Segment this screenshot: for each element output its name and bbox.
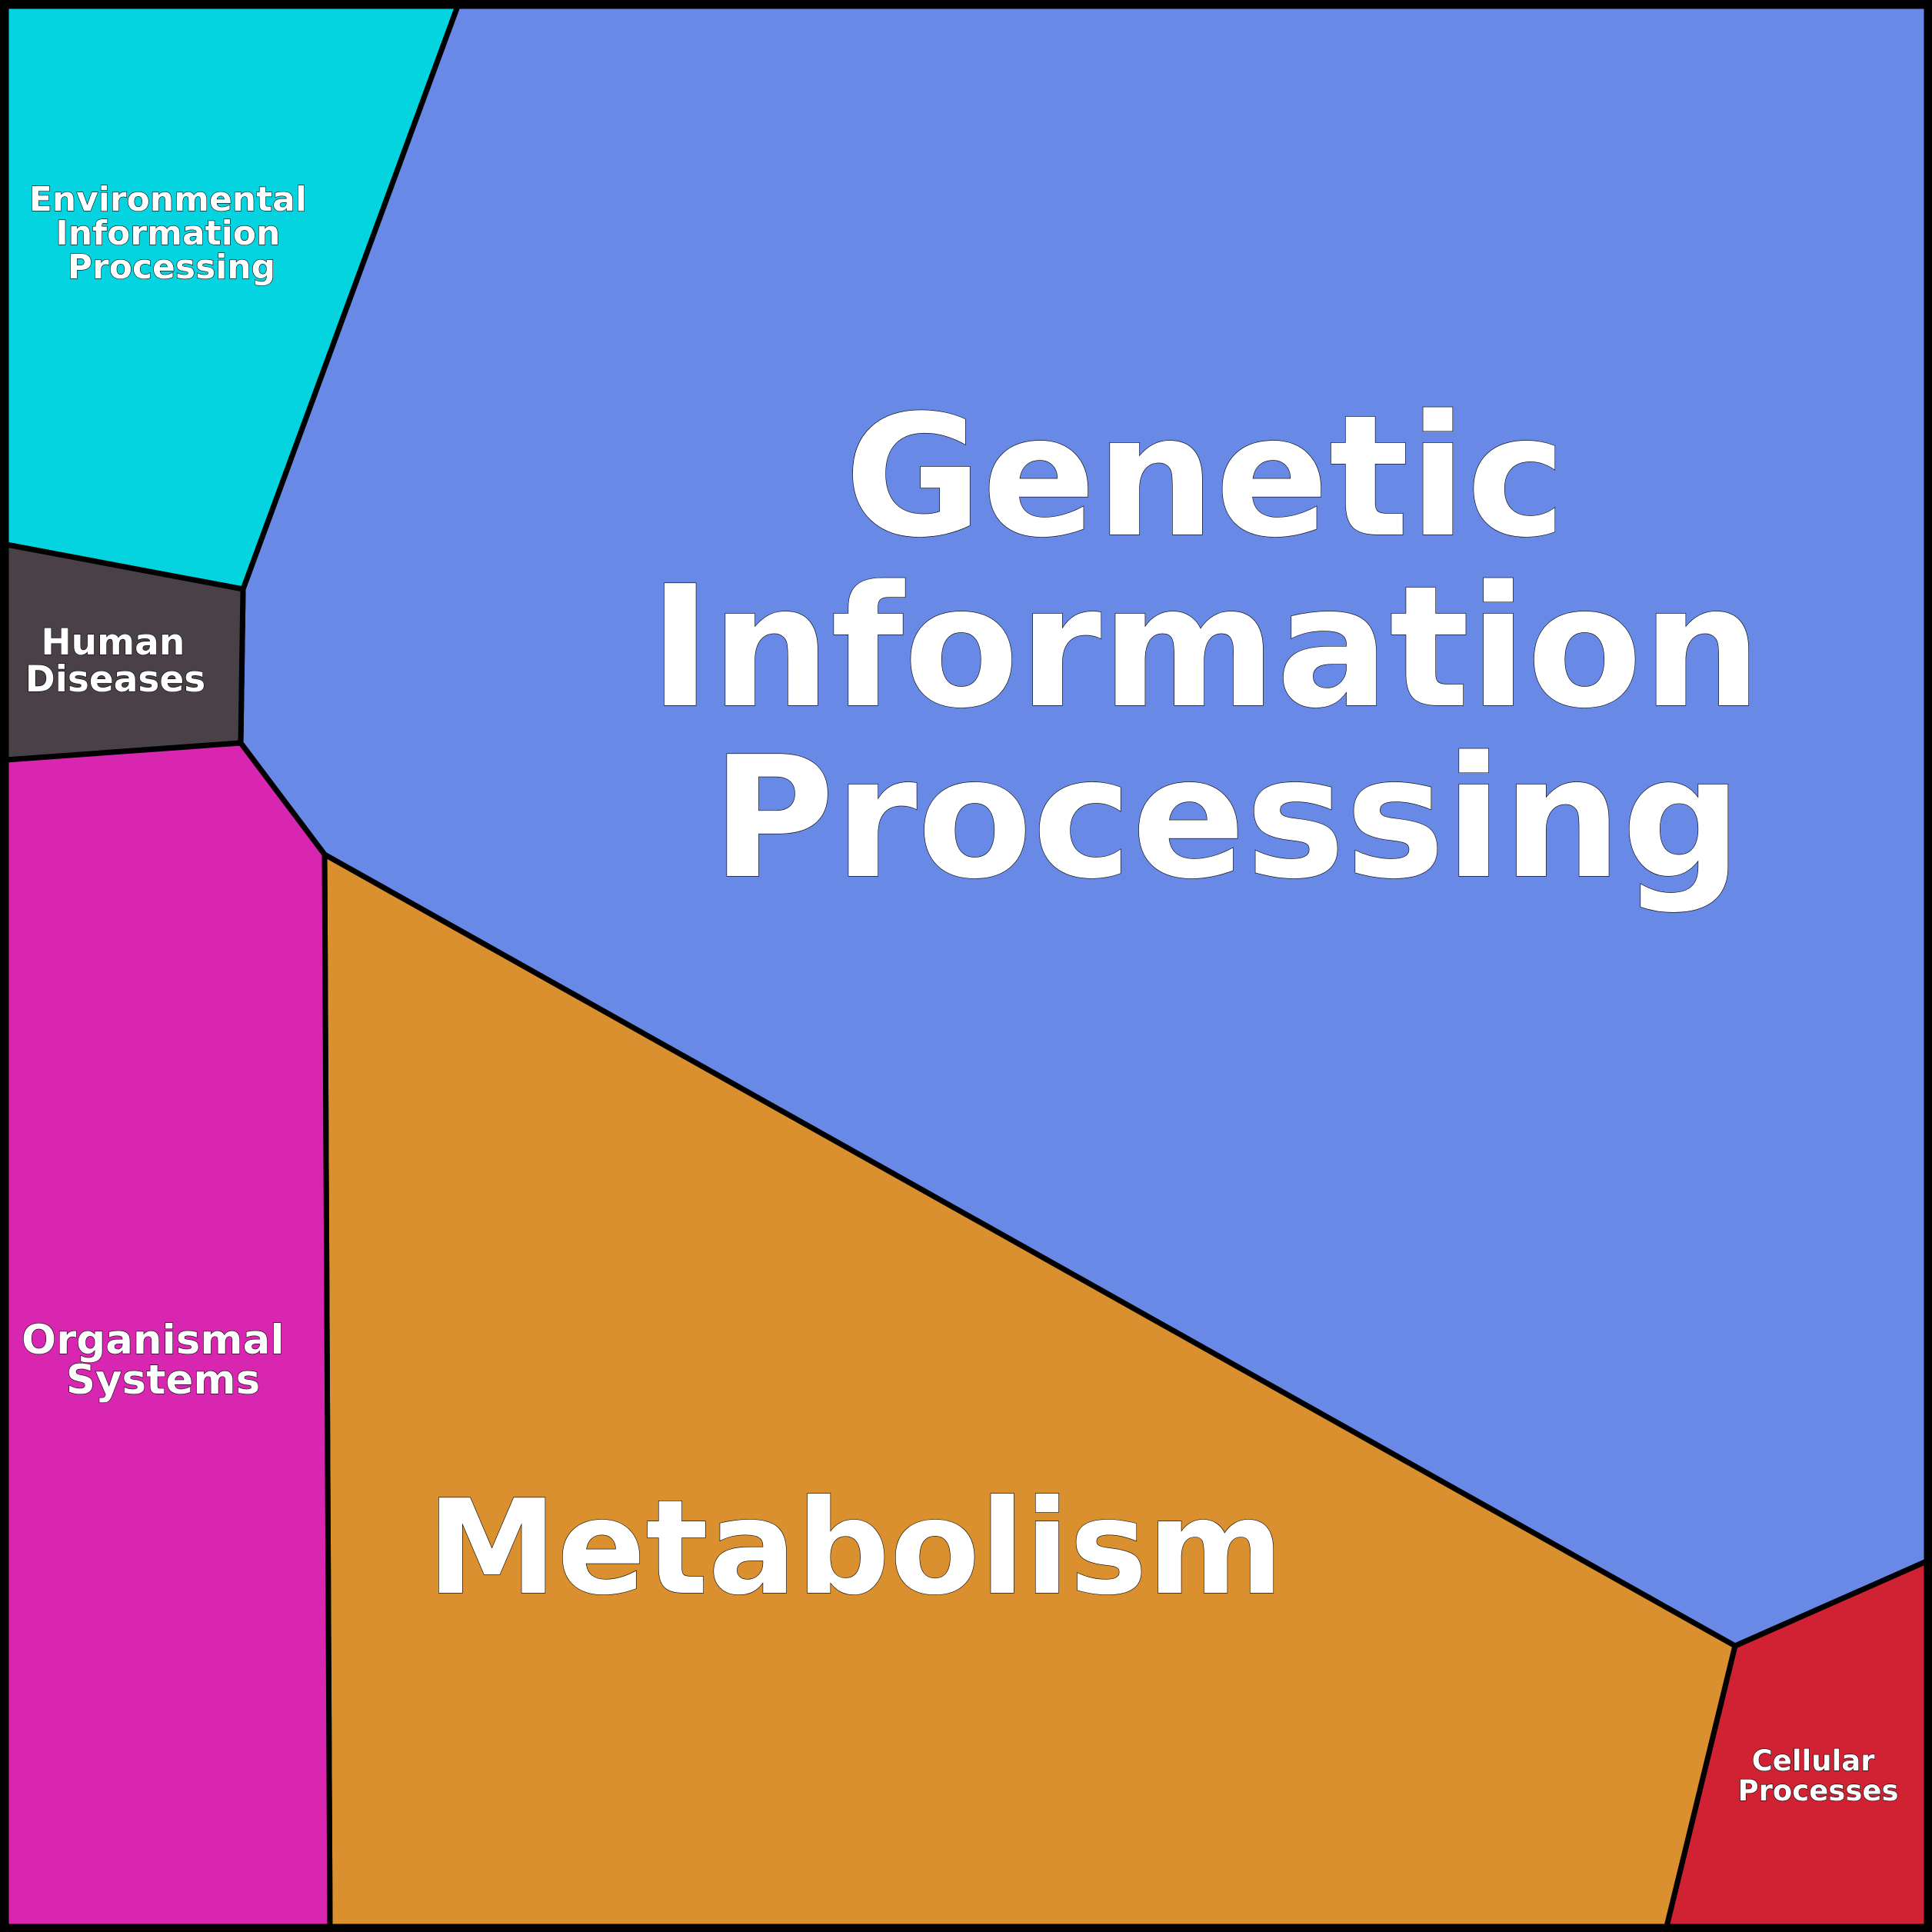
region-organismal-systems[interactable]: Organismal Systems [3,740,333,1930]
region-human-diseases-label: Human Diseases [25,621,206,701]
region-cellular-processes[interactable]: Cellular Processes [1664,1558,1930,1930]
region-environmental-label: Environmental Information Processing [29,180,319,287]
region-genetic-label: Genetic Information Processing [649,380,1820,916]
region-metabolism[interactable]: Metabolism [321,851,1738,1930]
region-environmental-information-processing[interactable]: Environmental Information Processing [3,3,461,592]
region-metabolism-label-line-1: Metabolism [427,1472,1284,1624]
region-genetic-information-processing[interactable]: Genetic Information Processing [238,3,1930,1649]
region-cellular-label-line-1: Cellular [1752,1744,1876,1777]
region-environmental-label-line-1: Environmental [29,180,307,219]
region-metabolism-label: Metabolism [427,1472,1284,1624]
region-environmental-label-line-3: Processing [68,248,275,287]
region-environmental-label-line-2: Information [55,214,280,253]
region-human-diseases[interactable]: Human Diseases [3,541,246,763]
region-genetic-label-line-2: Information [649,551,1762,745]
region-organismal-label: Organismal Systems [22,1317,298,1404]
region-organismal-label-line-1: Organismal [22,1317,285,1364]
region-human-diseases-label-line-2: Diseases [25,658,206,701]
region-cellular-label-line-2: Processes [1738,1774,1899,1807]
region-human-diseases-label-line-1: Human [41,621,185,664]
region-organismal-label-line-2: Systems [66,1357,260,1404]
region-genetic-label-line-3: Processing [711,721,1742,916]
region-genetic-label-line-1: Genetic [844,380,1566,575]
region-cellular-label: Cellular Processes [1738,1744,1899,1807]
